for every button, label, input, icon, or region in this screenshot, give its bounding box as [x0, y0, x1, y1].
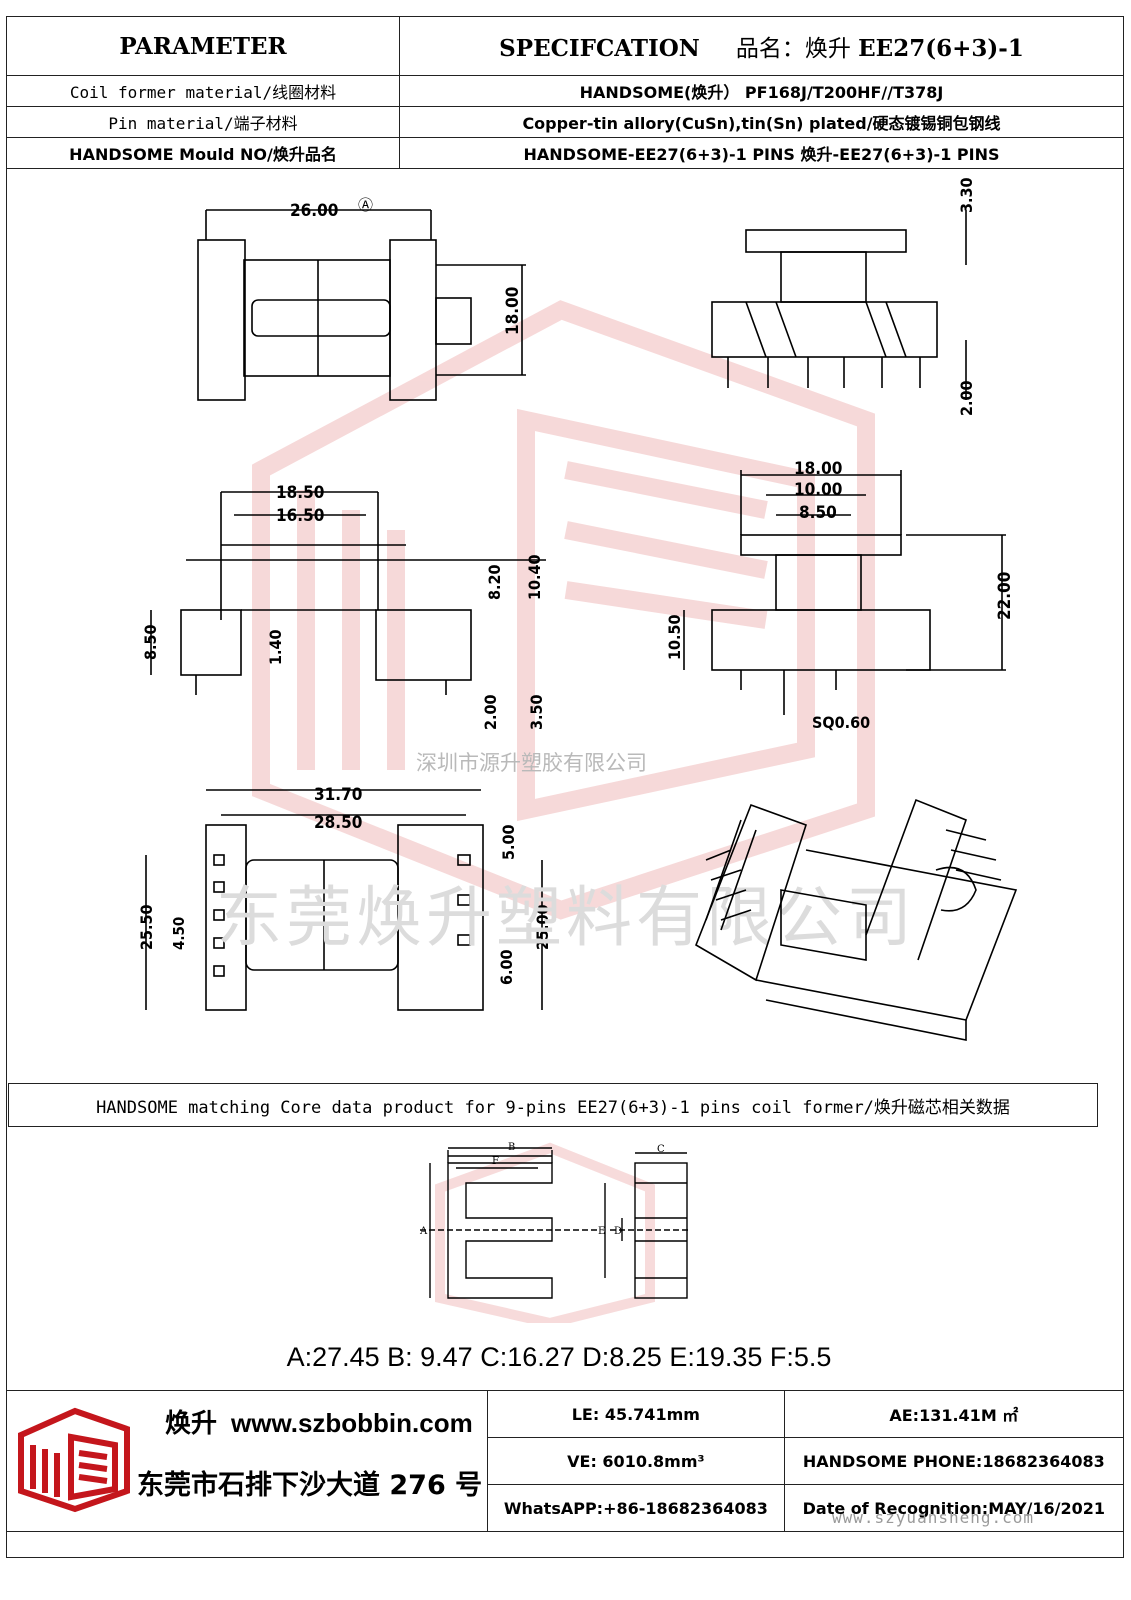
dim-u: 6.00 — [497, 949, 516, 985]
footer-table: 焕升 www.szbobbin.com 东莞市石排下沙大道 276 号 LE: 4… — [6, 1390, 1125, 1532]
dim-s: 25.50 — [137, 904, 156, 950]
dim-sq: SQ0.60 — [812, 713, 870, 732]
ae-value: AE:131.41M ㎡ — [783, 1390, 1125, 1438]
ve-value: VE: 6010.8mm³ — [487, 1437, 785, 1485]
row-pin-material: Pin material/端子材料 Copper-tin allory(CuSn… — [6, 106, 1124, 138]
middle-right-view — [683, 470, 1006, 715]
core-label-b: B — [508, 1142, 515, 1153]
core-label-f: F — [492, 1156, 499, 1167]
row-label: HANDSOME Mould NO/焕升品名 — [6, 137, 400, 169]
middle-left-view — [150, 491, 546, 695]
row-label: Coil former material/线圈材料 — [6, 75, 400, 107]
recognition-date: Date of Recognition:MAY/16/2021 — [783, 1484, 1125, 1532]
dim-a: 26.00 — [290, 201, 338, 221]
dim-o: 3.50 — [527, 694, 546, 730]
row-value: HANDSOME-EE27(6+3)-1 PINS 焕升-EE27(6+3)-1… — [399, 137, 1124, 169]
brand-name: 焕升 — [165, 1409, 218, 1439]
core-label-c: C — [657, 1144, 665, 1155]
dim-m: 1.40 — [266, 629, 285, 665]
dim-j: 10.00 — [794, 480, 842, 500]
dim-f: 8.20 — [485, 564, 504, 600]
spec-header-table: PARAMETER SPECIFCATION 品名：焕升 EE27(6+3)-1… — [6, 16, 1124, 169]
le-value: LE: 45.741mm — [487, 1390, 785, 1438]
isometric-view — [695, 798, 1018, 1041]
dim-h: 8.50 — [141, 624, 160, 660]
core-svg: B F C A E D — [419, 1142, 690, 1329]
website-link[interactable]: www.szbobbin.com — [231, 1408, 473, 1438]
row-value: HANDSOME(焕升） PF168J/T200HF//T378J — [399, 75, 1124, 107]
specification-heading: SPECIFCATION 品名：焕升 EE27(6+3)-1 — [399, 16, 1124, 76]
whatsapp-value: WhatsAPP:+86-18682364083 — [487, 1484, 785, 1532]
core-drawing: B F C A E D — [400, 1138, 720, 1329]
product-model: EE27(6+3)-1 — [858, 35, 1024, 62]
watermark-company-large: 东莞焕升塑料有限公司 — [216, 879, 916, 956]
dim-c: 18.50 — [276, 483, 324, 503]
row-value: Copper-tin allory(CuSn),tin(Sn) plated/硬… — [399, 106, 1124, 138]
core-label-e: E — [598, 1226, 605, 1237]
top-right-view — [711, 210, 967, 400]
dim-r: 5.00 — [499, 824, 518, 860]
top-left-view — [197, 209, 526, 401]
dim-v: 25.00 — [533, 904, 552, 950]
phone-value: HANDSOME PHONE:18682364083 — [783, 1437, 1125, 1485]
dim-top-r1: 3.30 — [957, 177, 976, 213]
dim-b: 18.00 — [503, 287, 523, 335]
brand-line: 焕升 www.szbobbin.com — [165, 1403, 473, 1440]
dim-d: 16.50 — [276, 506, 324, 526]
dim-top-r2: 2.00 — [957, 380, 976, 416]
parameter-heading: PARAMETER — [6, 16, 400, 76]
watermark-company-small: 深圳市源升塑胶有限公司 — [416, 751, 647, 775]
row-label: Pin material/端子材料 — [6, 106, 400, 138]
technical-drawing: 26.00 Ⓐ 18.00 3.30 2.00 — [6, 170, 1124, 1082]
bottom-left-view — [145, 789, 543, 1011]
dim-a-marker: Ⓐ — [358, 196, 373, 214]
dim-g: 10.40 — [525, 554, 544, 600]
dim-t: 4.50 — [170, 917, 188, 950]
core-label-a: A — [419, 1226, 428, 1237]
row-coil-material: Coil former material/线圈材料 HANDSOME(焕升） P… — [6, 75, 1124, 107]
dim-n: 2.00 — [481, 694, 500, 730]
product-name: 品名：焕升 EE27(6+3)-1 — [735, 35, 1024, 62]
watermark-url: www.szyuansheng.com — [832, 1508, 1035, 1527]
row-mould-no: HANDSOME Mould NO/焕升品名 HANDSOME-EE27(6+3… — [6, 137, 1124, 169]
specification-label: SPECIFCATION — [499, 35, 700, 62]
company-info: 焕升 www.szbobbin.com 东莞市石排下沙大道 276 号 — [6, 1390, 488, 1532]
core-data-title: HANDSOME matching Core data product for … — [8, 1083, 1098, 1127]
dim-q: 28.50 — [314, 813, 362, 833]
company-logo-icon — [18, 1407, 130, 1513]
dim-i: 18.00 — [794, 459, 842, 479]
dim-k: 8.50 — [799, 503, 837, 523]
company-address: 东莞市石排下沙大道 276 号 — [137, 1470, 483, 1501]
dim-p: 31.70 — [314, 785, 362, 805]
core-dimensions: A:27.45 B: 9.47 C:16.27 D:8.25 E:19.35 F… — [286, 1342, 832, 1372]
dim-l: 22.00 — [995, 572, 1015, 620]
dim-p-side: 10.50 — [665, 614, 684, 660]
core-label-d: D — [614, 1226, 622, 1237]
drawing-svg: 26.00 Ⓐ 18.00 3.30 2.00 — [137, 177, 1018, 1041]
